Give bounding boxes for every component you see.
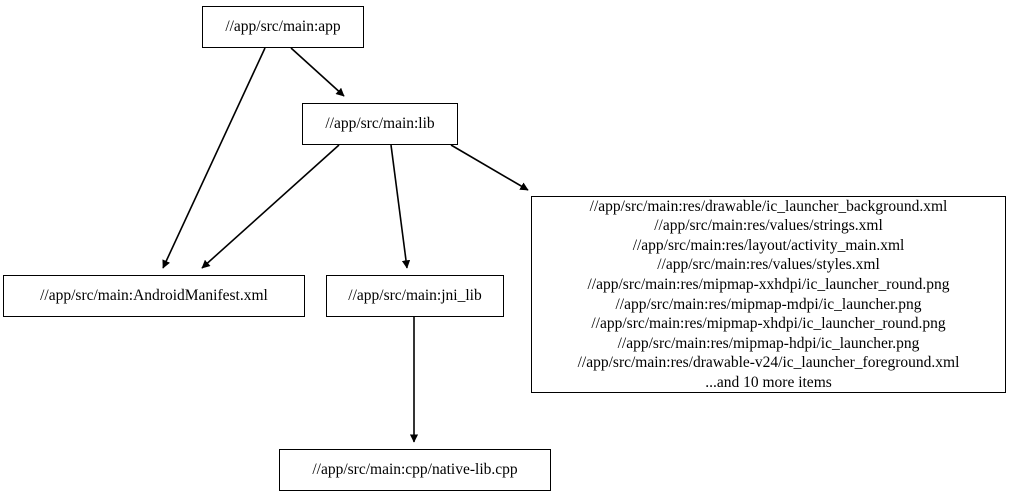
edge-app-to-lib bbox=[290, 47, 345, 97]
edge-lib-to-manifest bbox=[201, 144, 340, 269]
graph-node-lib-label: //app/src/main:lib bbox=[325, 115, 435, 133]
graph-node-lib[interactable]: //app/src/main:lib bbox=[302, 103, 458, 145]
edge-lib-to-res bbox=[450, 144, 529, 191]
edge-app-to-manifest bbox=[162, 47, 266, 269]
graph-node-jni-lib-label: //app/src/main:jni_lib bbox=[348, 287, 482, 305]
graph-node-res-group[interactable]: //app/src/main:res/drawable/ic_launcher_… bbox=[531, 196, 1006, 393]
graph-node-android-manifest-label: //app/src/main:AndroidManifest.xml bbox=[40, 287, 268, 305]
graph-node-res-group-label: //app/src/main:res/drawable/ic_launcher_… bbox=[577, 197, 960, 391]
graph-node-android-manifest[interactable]: //app/src/main:AndroidManifest.xml bbox=[3, 275, 305, 317]
graph-node-native-lib-cpp[interactable]: //app/src/main:cpp/native-lib.cpp bbox=[279, 449, 551, 491]
edge-lib-to-jni-lib bbox=[390, 144, 411, 269]
graph-node-app-label: //app/src/main:app bbox=[225, 18, 341, 36]
graph-node-app[interactable]: //app/src/main:app bbox=[202, 6, 364, 48]
graph-node-jni-lib[interactable]: //app/src/main:jni_lib bbox=[326, 275, 504, 317]
graph-node-native-lib-cpp-label: //app/src/main:cpp/native-lib.cpp bbox=[312, 461, 518, 479]
